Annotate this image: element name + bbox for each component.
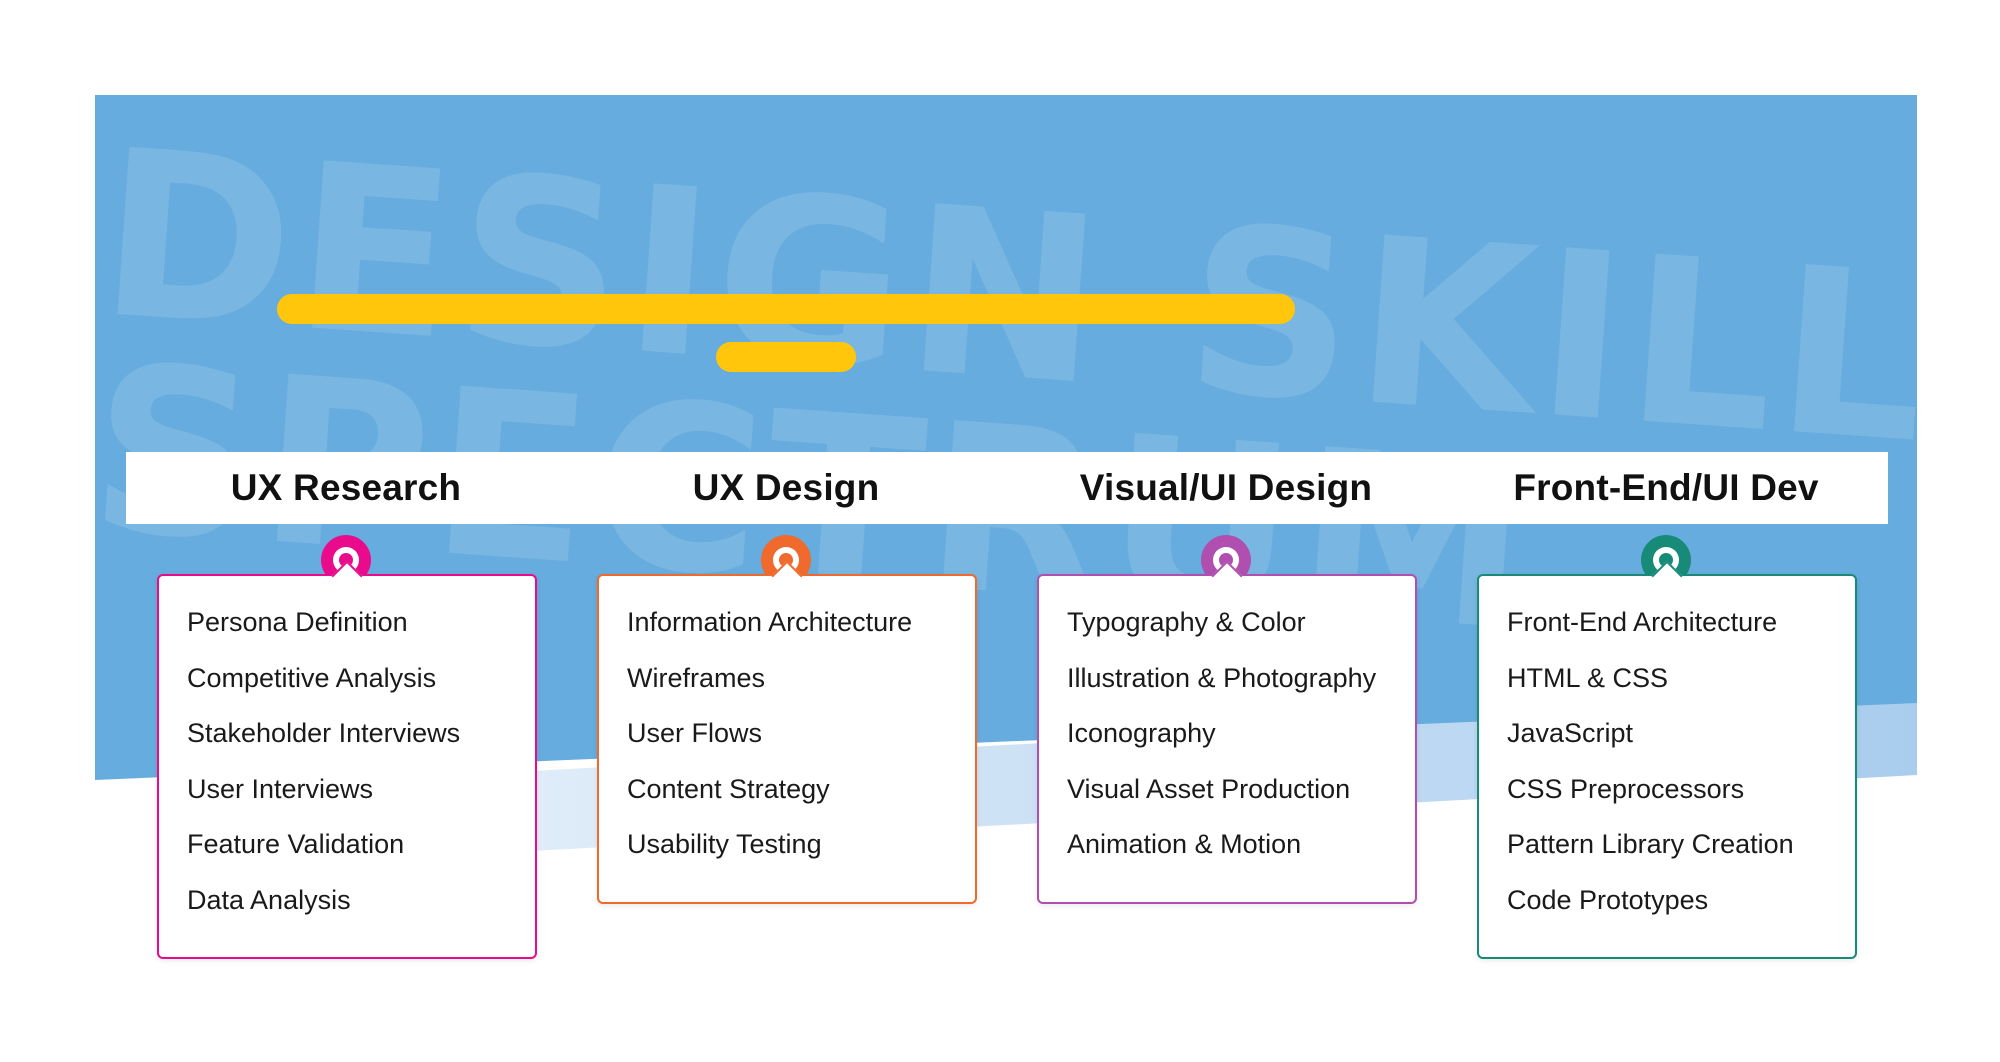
skill-item: Competitive Analysis xyxy=(187,662,437,693)
column-title-visual-ui-design: Visual/UI Design xyxy=(1079,467,1373,508)
skill-item: Stakeholder Interviews xyxy=(187,718,461,748)
subtitle-placeholder-bar xyxy=(716,342,856,372)
skill-item: Pattern Library Creation xyxy=(1507,829,1794,859)
skill-item: User Flows xyxy=(627,718,763,748)
skill-item: Code Prototypes xyxy=(1507,884,1709,915)
skill-item: Data Analysis xyxy=(187,884,351,915)
skill-item: Front-End Architecture xyxy=(1507,607,1778,637)
skill-item: Visual Asset Production xyxy=(1067,773,1351,804)
column-title-ux-design: UX Design xyxy=(692,467,880,508)
banner-blue-fill xyxy=(95,95,1917,780)
skill-item: Usability Testing xyxy=(627,829,822,859)
column-title-ux-research: UX Research xyxy=(230,467,462,508)
skill-item: Animation & Motion xyxy=(1067,829,1302,859)
skill-item: HTML & CSS xyxy=(1507,662,1669,693)
skill-item: Persona Definition xyxy=(187,607,408,637)
skill-item: Wireframes xyxy=(627,662,766,693)
skill-item: CSS Preprocessors xyxy=(1507,773,1745,804)
skill-item: Iconography xyxy=(1067,718,1216,748)
skill-item: Illustration & Photography xyxy=(1067,662,1377,693)
skill-item: JavaScript xyxy=(1507,718,1634,748)
skill-item: Content Strategy xyxy=(627,773,830,804)
skill-item: Feature Validation xyxy=(187,829,405,859)
column-title-front-end-ui-dev: Front-End/UI Dev xyxy=(1513,467,1819,508)
banner-light-band xyxy=(95,695,1917,875)
title-placeholder-bar xyxy=(277,294,1295,324)
blue-banner xyxy=(95,95,1917,875)
column-header-strip: UX Research UX Design Visual/UI Design F… xyxy=(126,452,1888,524)
skill-item: User Interviews xyxy=(187,773,374,804)
skill-item: Typography & Color xyxy=(1067,607,1306,637)
banner-shape xyxy=(95,95,1917,875)
skill-item: Information Architecture xyxy=(627,607,913,637)
